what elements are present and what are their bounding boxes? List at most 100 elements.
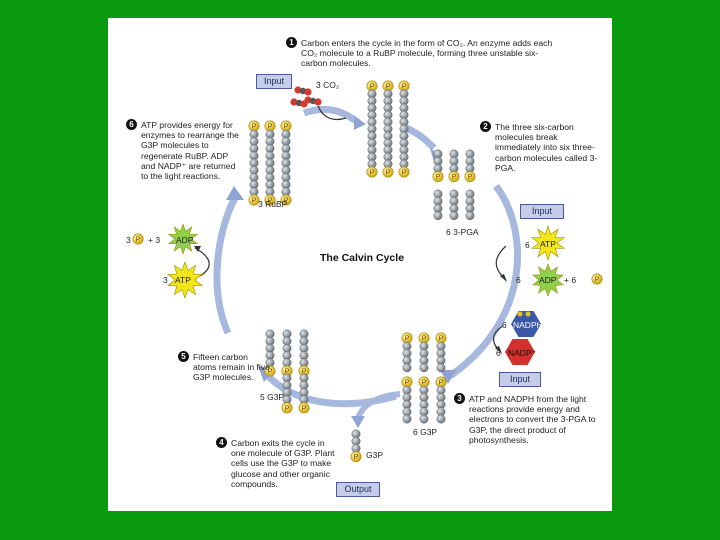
- atp-exchange-arrow: [495, 245, 507, 281]
- rubp-label: 3 RuBP: [258, 199, 288, 209]
- phosphate-label: P: [285, 369, 290, 376]
- adp-out-coefficient: 6: [516, 275, 521, 285]
- step-2-text: The three six-carbon molecules break imm…: [495, 122, 598, 173]
- step-5-text: Fifteen carbon atoms remain in five G3P …: [193, 352, 270, 383]
- adp-out-label: ADP: [539, 275, 557, 285]
- step-4-text: Carbon exits the cycle in one molecule o…: [231, 438, 335, 489]
- cycle-arrow: [404, 124, 437, 151]
- step-2-number: 2: [480, 121, 491, 132]
- atp-star: [530, 225, 566, 261]
- phosphate-group: [350, 451, 362, 463]
- phosphate-label: P: [268, 124, 273, 131]
- nadp-coefficient: 6: [496, 348, 501, 358]
- step-6-text: ATP provides energy for enzymes to rearr…: [141, 120, 239, 182]
- phosphate-label: P: [386, 84, 391, 91]
- phosphate-group: [464, 171, 476, 183]
- step-2: 2 The three six-carbon molecules break i…: [480, 121, 600, 173]
- carbon-atom: [433, 211, 443, 221]
- phosphate-label: P: [302, 405, 307, 412]
- left-plus-3-label: + 3: [148, 235, 161, 245]
- g3p-output-label: G3P: [366, 450, 384, 460]
- nadp-label: NADP⁺: [508, 348, 537, 358]
- g3p-right-label: 6 G3P: [413, 427, 438, 437]
- phosphate-group: [132, 233, 144, 245]
- phosphate-group: [448, 171, 460, 183]
- adp-star: [531, 263, 565, 297]
- g3p-left-label: 5 G3P: [260, 392, 285, 402]
- arrowhead: [440, 370, 456, 384]
- step-1: 1 Carbon enters the cycle in the form of…: [286, 37, 556, 69]
- phosphate-label: P: [252, 198, 257, 205]
- phosphate-group: [591, 273, 603, 285]
- phosphate-label: P: [439, 380, 444, 387]
- phosphate-label: P: [136, 237, 141, 244]
- output-box: Output: [336, 482, 380, 497]
- nadph-label: NADPH: [513, 320, 543, 330]
- adp-star: [167, 223, 199, 255]
- carbon-atom: [402, 363, 412, 373]
- left-atp-coefficient: 3: [163, 275, 168, 285]
- phosphate-label: P: [468, 174, 473, 181]
- phosphate-label: P: [452, 174, 457, 181]
- phosphate-label: P: [405, 380, 410, 387]
- step-4: 4 Carbon exits the cycle in one molecule…: [216, 437, 336, 489]
- phosphate-group: [280, 194, 292, 206]
- phosphate-label: P: [595, 277, 600, 284]
- co2-arrow: [317, 105, 347, 121]
- phosphate-group: [264, 194, 276, 206]
- cycle-arrow: [447, 183, 521, 379]
- oxygen-atom: [294, 86, 302, 94]
- atp-in-label: ATP: [540, 239, 556, 249]
- phosphate-group: [432, 171, 444, 183]
- step-6-number: 6: [126, 119, 137, 130]
- phosphate-label: P: [422, 380, 427, 387]
- electron: [525, 311, 531, 317]
- oxygen-atom: [300, 100, 308, 108]
- phosphate-label: P: [405, 336, 410, 343]
- oxygen-atom: [314, 98, 322, 106]
- input-atp-box: Input: [520, 204, 564, 219]
- carbon-atom: [465, 211, 475, 221]
- nadph-coefficient: 6: [502, 320, 507, 330]
- input-nadph-box: Input: [499, 372, 541, 387]
- phosphate-label: P: [284, 124, 289, 131]
- pga-label: 6 3-PGA: [446, 227, 479, 237]
- output-arrow: [355, 391, 401, 420]
- atp-in-coefficient: 6: [525, 240, 530, 250]
- nadp-molecule: [505, 339, 535, 365]
- step-3-text: ATP and NADPH from the light reactions p…: [469, 394, 596, 445]
- arrowhead: [226, 186, 244, 200]
- phosphate-label: P: [268, 198, 273, 205]
- co2-label: 3 CO₂: [316, 80, 340, 90]
- carbon-atom: [419, 414, 429, 424]
- plus-6-label: + 6: [564, 275, 577, 285]
- phosphate-group: [398, 166, 410, 178]
- arrowhead: [351, 416, 365, 428]
- carbon-atom: [436, 414, 446, 424]
- phosphate-group: [298, 402, 310, 414]
- electron: [517, 311, 523, 317]
- cycle-arrow: [302, 105, 360, 126]
- carbon-atom: [449, 211, 459, 221]
- step-1-text: Carbon enters the cycle in the form of C…: [301, 38, 553, 69]
- step-1-number: 1: [286, 37, 297, 48]
- input-co2-box: Input: [256, 74, 292, 89]
- left-adp-label: ADP: [176, 235, 194, 245]
- phosphate-label: P: [284, 198, 289, 205]
- oxygen-atom: [290, 98, 298, 106]
- phosphate-label: P: [436, 174, 441, 181]
- nadph-molecule: [511, 311, 541, 337]
- arrowhead: [354, 116, 366, 130]
- carbon-atom: [419, 363, 429, 373]
- left-atp-label: ATP: [175, 275, 191, 285]
- phosphate-group: [281, 402, 293, 414]
- phosphate-label: P: [354, 454, 359, 461]
- phosphate-group: [264, 365, 276, 377]
- phosphate-label: P: [252, 124, 257, 131]
- atp-star: [167, 261, 203, 299]
- cycle-arrow: [213, 194, 240, 335]
- phosphate-group: [366, 166, 378, 178]
- step-5-number: 5: [178, 351, 189, 362]
- diagram-title: The Calvin Cycle: [320, 252, 405, 264]
